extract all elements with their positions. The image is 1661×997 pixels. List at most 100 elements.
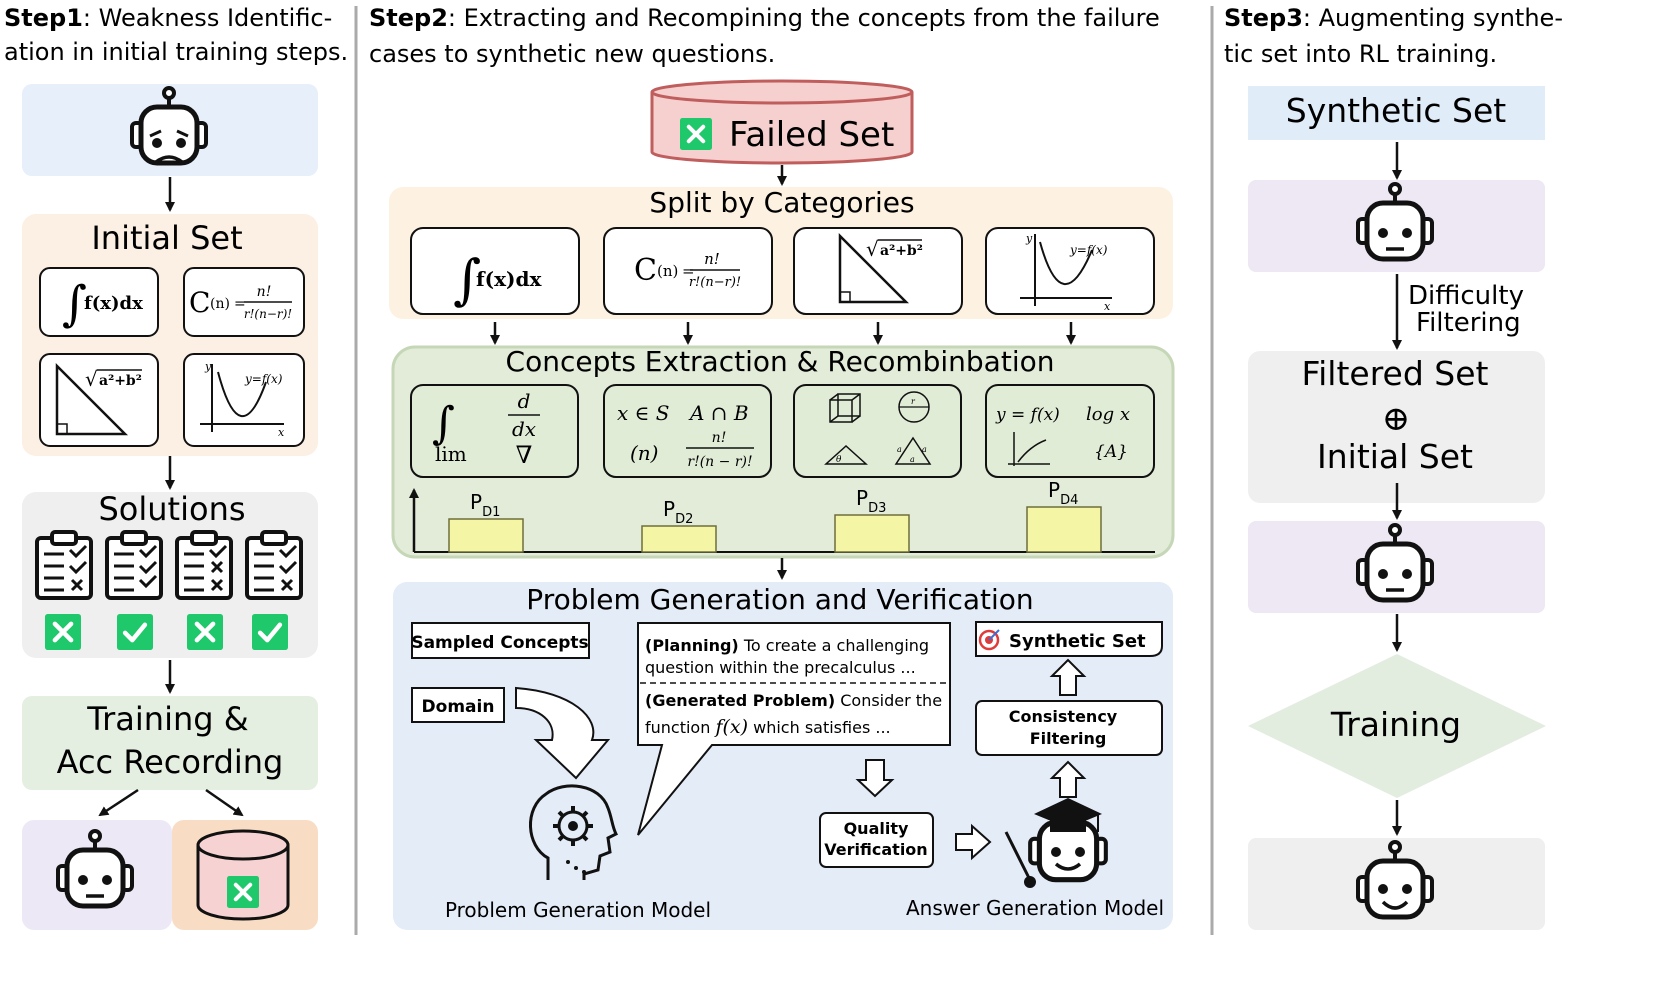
failed-x-icon xyxy=(680,118,712,150)
training-title-line2: Acc Recording xyxy=(57,743,284,781)
svg-text:Domain: Domain xyxy=(422,697,495,717)
arrow-to-answer-model xyxy=(955,823,992,861)
target-icon xyxy=(978,629,1000,651)
happy-robot-icon xyxy=(1358,842,1432,917)
split-combination-card: C (n) = n! r!(n−r)! xyxy=(603,227,773,315)
svg-text:y=f(x): y=f(x) xyxy=(1069,243,1108,257)
svg-text:r!(n − r)!: r!(n − r)! xyxy=(687,454,752,470)
svg-text:∇: ∇ xyxy=(516,441,533,469)
svg-text:√: √ xyxy=(866,237,879,261)
arrow-to-robot xyxy=(98,788,139,817)
svg-text:a: a xyxy=(910,455,915,464)
angle-triangle-icon: θ xyxy=(824,444,868,465)
graduate-robot-icon xyxy=(1004,798,1106,888)
clipboard-icon-1 xyxy=(35,530,93,600)
svg-text:C: C xyxy=(189,286,210,319)
svg-text:∫: ∫ xyxy=(453,248,481,311)
sad-robot-icon xyxy=(132,88,206,163)
step1-heading: Step1: Weakness Identific- xyxy=(4,4,332,32)
difficulty-label-line1: Difficulty xyxy=(1408,281,1524,311)
failed-set-label: Failed Set xyxy=(729,115,894,155)
svg-text:function f(x) which satisfies: function f(x) which satisfies ... xyxy=(645,716,891,738)
svg-text:=: = xyxy=(234,296,246,312)
prob-bar-3 xyxy=(834,514,910,553)
svg-text:=: = xyxy=(682,262,695,280)
prob-bar-2 xyxy=(641,525,717,553)
svg-text:θ: θ xyxy=(836,455,842,465)
step1-column: Step1: Weakness Identific- ation in init… xyxy=(4,4,348,930)
svg-text:r: r xyxy=(911,397,916,406)
svg-text:r!(n−r)!: r!(n−r)! xyxy=(244,307,292,321)
neutral-robot-icon xyxy=(58,831,132,906)
clipboard-icon-3 xyxy=(175,530,233,600)
prob-label-1: PD1 xyxy=(470,490,500,520)
step3-synthetic-label: Synthetic Set xyxy=(1286,91,1507,130)
concept-calculus-card: ∫ lim d dx ∇ xyxy=(410,384,579,478)
svg-text:Verification: Verification xyxy=(824,840,927,859)
svg-text:Filtering: Filtering xyxy=(1030,729,1107,748)
svg-text:f(x)dx: f(x)dx xyxy=(476,267,542,291)
step3-heading: Step3: Augmenting synthe- xyxy=(1224,4,1563,32)
neutral-robot-icon-a xyxy=(1358,184,1432,259)
svg-text:Consistency: Consistency xyxy=(1009,707,1118,726)
step1-heading-line2: ation in initial training steps. xyxy=(4,38,348,66)
integral-card: ∫ f(x)dx xyxy=(39,267,159,337)
prob-label-4: PD4 xyxy=(1048,478,1078,508)
step3-training-label: Training xyxy=(1330,705,1461,744)
circle-icon: r xyxy=(898,391,930,423)
correct-mark-icon-4 xyxy=(252,614,288,650)
svg-text:dx: dx xyxy=(512,417,536,441)
solutions-title: Solutions xyxy=(98,490,245,528)
arrow-to-quality xyxy=(855,759,895,798)
svg-text:x: x xyxy=(278,426,285,439)
solutions-box xyxy=(22,492,318,658)
split-title: Split by Categories xyxy=(649,186,914,219)
split-pythagoras-card: √ a²+b² xyxy=(793,227,963,315)
svg-text:Quality: Quality xyxy=(844,819,909,838)
quality-verification-box: Quality Verification xyxy=(819,812,934,868)
svg-text:(n): (n) xyxy=(210,296,230,312)
step3-synthetic-box xyxy=(1248,86,1545,140)
svg-text:n!: n! xyxy=(712,430,727,446)
svg-text:(n): (n) xyxy=(630,441,659,465)
svg-text:a²+b²: a²+b² xyxy=(880,243,923,259)
step3-column: Step3: Augmenting synthe- tic set into R… xyxy=(1224,4,1563,930)
wrong-mark-icon-1 xyxy=(45,614,81,650)
svg-text:(Planning) To create a challen: (Planning) To create a challenging xyxy=(645,636,929,655)
filtered-set-label: Filtered Set xyxy=(1302,354,1489,393)
svg-text:∫: ∫ xyxy=(432,398,455,449)
svg-text:log x: log x xyxy=(1086,404,1130,425)
training-box xyxy=(22,696,318,790)
svg-text:√: √ xyxy=(85,367,98,391)
svg-text:{A}: {A} xyxy=(1094,442,1128,462)
step3-heading-line2: tic set into RL training. xyxy=(1224,40,1497,68)
concepts-box xyxy=(391,345,1175,559)
pythagoras-card: √ a²+b² xyxy=(39,353,159,447)
split-graph-card: y x y=f(x) xyxy=(985,227,1155,315)
wrong-mark-icon-3 xyxy=(187,614,223,650)
initial-set-title: Initial Set xyxy=(91,219,242,257)
sampled-concepts-box: Sampled Concepts xyxy=(411,622,590,659)
prob-label-3: PD3 xyxy=(856,486,886,516)
clipboard-icon-4 xyxy=(245,530,303,600)
training-title-line1: Training & xyxy=(86,700,248,738)
svg-text:f(x)dx: f(x)dx xyxy=(84,293,143,314)
concept-sets-card: x ∈ S A ∩ B (n) n! r!(n − r)! xyxy=(603,384,772,478)
svg-text:a²+b²: a²+b² xyxy=(99,373,142,389)
svg-text:y: y xyxy=(204,360,212,373)
split-box xyxy=(389,187,1173,319)
svg-text:question within the precalculu: question within the precalculus ... xyxy=(645,658,916,677)
svg-text:x: x xyxy=(1104,300,1111,313)
svg-text:Sampled Concepts: Sampled Concepts xyxy=(411,633,588,653)
equilateral-triangle-icon: a a a xyxy=(894,436,932,465)
svg-text:a: a xyxy=(897,445,902,454)
filtered-initial-box xyxy=(1248,351,1545,503)
prob-label-2: PD2 xyxy=(663,497,693,527)
svg-text:y: y xyxy=(1025,232,1033,245)
cube-icon xyxy=(829,393,861,423)
probability-bar-chart: PD1 PD2 PD3 PD4 xyxy=(409,478,1155,553)
svg-text:d: d xyxy=(518,389,531,413)
correct-mark-icon-2 xyxy=(117,614,153,650)
step3-initial-set-label: Initial Set xyxy=(1317,437,1473,476)
